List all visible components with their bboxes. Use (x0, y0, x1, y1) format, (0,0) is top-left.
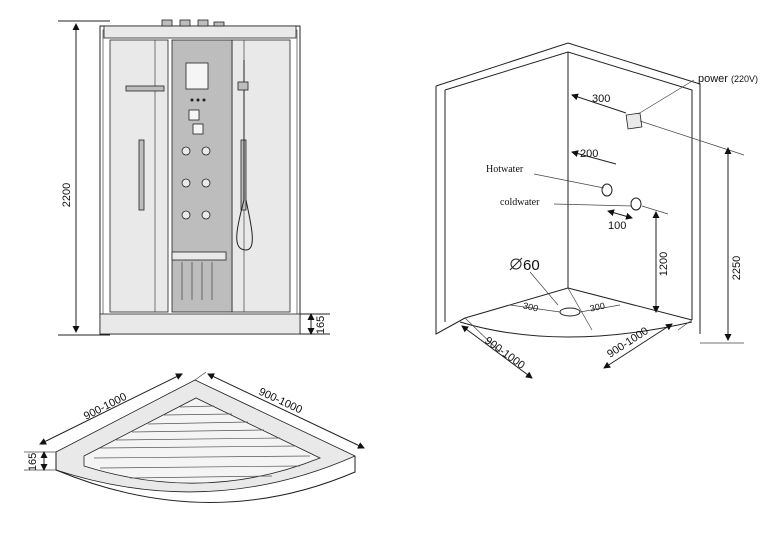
power-label: power (220V) (698, 73, 758, 85)
drain-left-label: 300 (522, 301, 539, 314)
left-wall-edge (435, 86, 466, 335)
massage-jet (201, 146, 211, 156)
seat (171, 251, 227, 261)
extension-line (194, 371, 207, 381)
hotwater-leader (533, 173, 605, 189)
power-height-label: 2250 (731, 256, 743, 280)
tray-height-label: 165 (27, 453, 39, 471)
shelf (125, 85, 165, 92)
mixer-knob (192, 123, 204, 135)
shower-head (237, 81, 249, 91)
tray-width-right-label: 900-1000 (257, 386, 304, 417)
tray-front-edge (55, 456, 356, 503)
drain-dimension-line (579, 304, 621, 313)
extension-line (567, 287, 593, 331)
room-view: 300 300 60 power (220V) 300 200 Hotwater… (435, 42, 758, 379)
massage-jet (181, 146, 191, 156)
tray-arc (459, 321, 693, 338)
tray-view: 900-1000 900-1000 165 (24, 371, 365, 503)
massage-jets (181, 146, 211, 220)
extension-line (677, 319, 693, 331)
floor-right (567, 287, 693, 321)
hot-offset-label: 200 (580, 148, 598, 160)
hot-offset-dimension (571, 150, 617, 165)
drain-diameter-label: 60 (523, 257, 540, 274)
pipe-gap-dimension (607, 209, 633, 220)
front-view: 2200 (58, 19, 330, 336)
coldwater-outlet (630, 197, 642, 211)
tray-recess (83, 397, 321, 484)
massage-jet (181, 178, 191, 188)
hotwater-label: Hotwater (486, 164, 524, 175)
top-fitting (213, 21, 225, 27)
tray-slat (99, 465, 301, 469)
diameter-slash (509, 257, 523, 271)
shower-hose (236, 199, 253, 251)
tray-slat (129, 475, 273, 479)
diameter-symbol (510, 258, 522, 270)
coldwater-label: coldwater (500, 197, 540, 208)
power-offset-dimension (571, 93, 627, 114)
top-rail (103, 25, 297, 39)
power-socket (625, 112, 643, 130)
massage-jet (201, 178, 211, 188)
top-fitting (179, 19, 191, 27)
height-label: 2200 (61, 183, 73, 207)
width-right-dimension (603, 323, 673, 369)
hotwater-outlet (601, 183, 613, 197)
power-offset-label: 300 (592, 93, 610, 105)
top-fitting (161, 19, 173, 27)
pipe-gap-label: 100 (608, 220, 626, 232)
base-height-label: 165 (315, 316, 327, 334)
wall-inner-edge (444, 51, 693, 320)
mixer-knob (188, 109, 200, 121)
drain-dimension-line (509, 304, 561, 313)
width-left-label: 900-1000 (482, 335, 527, 372)
control-button (190, 98, 194, 102)
coldwater-leader (553, 203, 633, 207)
control-button (196, 98, 200, 102)
left-door-handle (138, 139, 145, 211)
tray-slat (93, 455, 311, 459)
pipe-extension (641, 205, 669, 215)
pipe-height-label: 1200 (658, 252, 670, 276)
width-left-dimension (461, 325, 533, 379)
top-fitting (197, 19, 209, 27)
cabin-base (99, 313, 301, 335)
drain-leader (529, 271, 559, 306)
drain-right-label: 300 (589, 301, 606, 314)
power-leader (637, 79, 695, 115)
tray-width-left-dimension (39, 373, 183, 445)
drain (559, 307, 581, 317)
control-button (202, 98, 206, 102)
wall-top-edge (435, 42, 701, 334)
massage-jet (181, 210, 191, 220)
seat-support (181, 262, 213, 300)
power-spec: (220V) (731, 74, 758, 84)
massage-jet (201, 210, 211, 220)
power-text: power (698, 73, 728, 85)
tray-width-right-dimension (207, 373, 365, 449)
control-display (185, 62, 209, 90)
floor-left (464, 287, 569, 319)
